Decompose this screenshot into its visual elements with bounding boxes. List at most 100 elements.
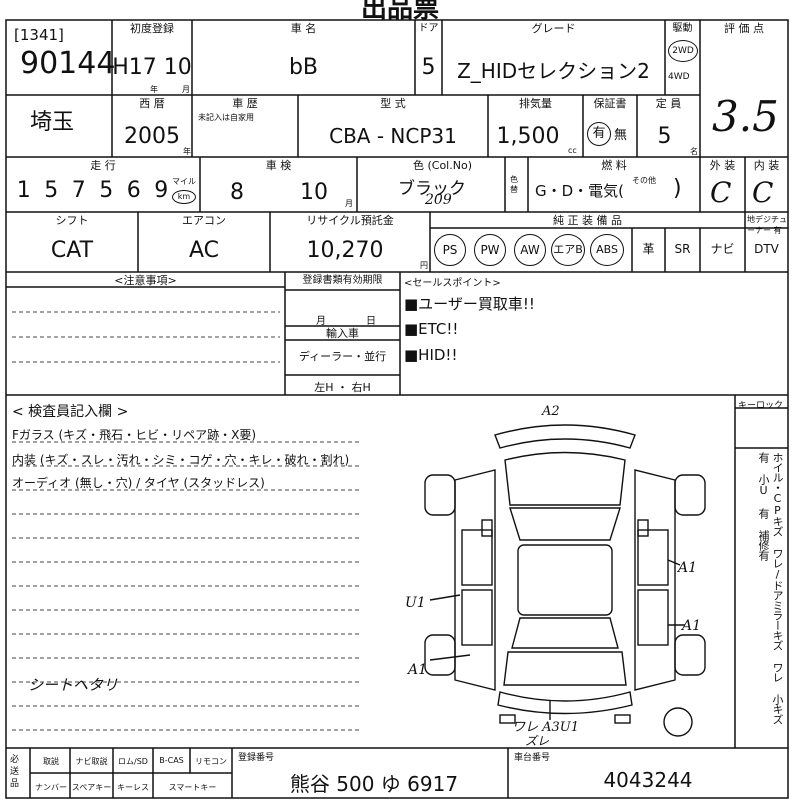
recycle-unit: 円 [420,261,428,270]
item-keyless: キーレス [117,783,149,792]
plate-header: 登録番号 [238,753,275,763]
steering-label: 左H ・ 右H [314,381,371,394]
mileage-digit: 6 [126,178,141,203]
shaken-value: 8 [230,180,244,205]
equip-leather: 革 [642,242,655,256]
displacement-header: 排気量 [519,97,552,110]
sales-point: ■ETC!! [404,320,459,338]
item-spare-key: スペアキー [71,783,112,792]
docs-label: 必送品 [10,755,20,789]
item-remote: リモコン [195,757,227,766]
plate-value: 熊谷 500 ゆ 6917 [289,772,459,796]
shaken-header: 車 検 [265,159,292,172]
interior-value: C [752,176,774,209]
sheet-title: 出品票 [360,0,439,24]
sales-point: ■HID!! [404,346,458,364]
shift-value: CAT [50,238,94,263]
equip-aw-circled: AW [514,234,546,266]
import-header: 輸入車 [326,327,359,340]
drive-4wd: 4WD [668,72,690,82]
aircon-value: AC [188,238,220,263]
equip-sunroof: SR [674,242,691,256]
item-rom-sd: ロム/SD [118,757,148,766]
lot-number: 90144 [20,46,116,81]
dealer-label: ディーラー・並行 [298,350,387,363]
first-reg-year-label: 年 [150,85,158,94]
color-code: 209 [425,192,452,208]
inspector-line-interior: 内装 (キズ・スレ・汚れ・シミ・コゲ・穴・キレ・破れ・割れ) [12,453,350,467]
aircon-header: エアコン [182,214,226,227]
shift-header: シフト [55,214,89,227]
color-change-label: 色替 [510,175,518,194]
inspector-line-audio: オーディオ (無し・穴) / タイヤ (スタッドレス) [12,476,265,490]
warranty-no: 無 [614,128,628,143]
reg-valid-header: 登録書類有効期限 [302,275,383,286]
car-name-header: 車 名 [290,22,317,35]
capacity-unit: 名 [690,147,698,156]
warranty-yes-circled: 有 [587,122,611,146]
sales-point: ■ユーザー買取車!! [404,295,535,313]
first-reg-month-label: 月 [182,85,190,94]
car-name-value: bB [288,55,319,80]
shaken-month: 10 [300,180,328,205]
reg-month-label: 月 [316,316,326,327]
shaken-month-unit: 月 [345,199,353,208]
equip-pw-circled: PW [474,234,506,266]
exterior-header: 外 装 [709,159,736,172]
tuner-label: 地デジチューナー 有 [747,215,787,235]
chassis-header: 車台番号 [514,753,551,763]
fuel-other: その他 [632,176,656,185]
fuel-close-paren: ) [673,176,682,201]
inspector-header: < 検査員記入欄 > [12,404,129,420]
interior-header: 内 装 [753,159,780,172]
item-manual: 取説 [43,757,59,766]
chassis-value: 4043244 [603,768,693,792]
eval-score: 3.5 [712,92,779,141]
mark-u1-left: U1 [405,595,426,611]
equip-airbag-circled: エアB [551,234,585,266]
recycle-value: 10,270 [306,238,384,263]
item-plate: ナンバー [35,783,67,792]
mileage-digit: 5 [44,178,59,203]
first-reg-header: 初度登録 [130,22,174,35]
grade-value: Z_HIDセレクション2 [457,59,650,83]
mileage-digit: 9 [154,178,169,203]
drive-header: 駆動 [672,23,693,34]
handwritten-note: シートヘタリ [28,676,119,694]
exterior-value: C [710,176,732,209]
grade-header: グレード [531,22,576,35]
equipment-header: 純 正 装 備 品 [553,214,622,227]
mileage-digit: 5 [99,178,114,203]
sales-header: <セールスポイント> [404,278,501,289]
equip-navi: ナビ [710,242,735,256]
mileage-digit: 1 [16,178,31,203]
lot-label: [1341] [14,26,64,44]
equip-ps-circled: PS [434,234,466,266]
mark-a2: A2 [542,404,560,419]
damage-legend: ホイル・CPキズ ワレ/ドアミラーキズ ワレ 小キズ 有 小U 有 補修有 [757,452,784,724]
item-smart-key: スマートキー [168,783,217,792]
capacity-header: 定 員 [655,97,682,110]
item-navi-manual: ナビ取説 [75,757,108,766]
mileage-unit-km-circled: km [172,190,196,204]
mark-rear: ワレ A3U1 [512,720,580,735]
item-bcas: B-CAS [159,756,184,765]
fuel-header: 燃 料 [601,159,627,172]
eval-header: 評 価 点 [724,22,764,35]
first-reg-value: H17 10 [112,55,192,80]
color-header: 色 (Col.No) [412,159,472,172]
shareki-header: 車 歴 [232,97,258,110]
seireki-header: 西 暦 [139,97,165,110]
displacement-value: 1,500 [496,124,560,149]
mileage-header: 走 行 [90,159,116,172]
inspector-line-glass: Fガラス (キズ・飛石・ヒビ・リペア跡・X要) [12,428,257,442]
type-header: 型 式 [380,97,406,110]
car-damage-diagram [424,424,706,737]
door-value: 5 [421,55,436,80]
color-value: ブラック [398,179,466,199]
door-header: ドア [418,23,439,34]
displacement-unit: cc [568,146,577,155]
seireki-unit: 年 [183,147,191,156]
mileage-digits: 1 5 7 5 6 9 [10,178,175,203]
